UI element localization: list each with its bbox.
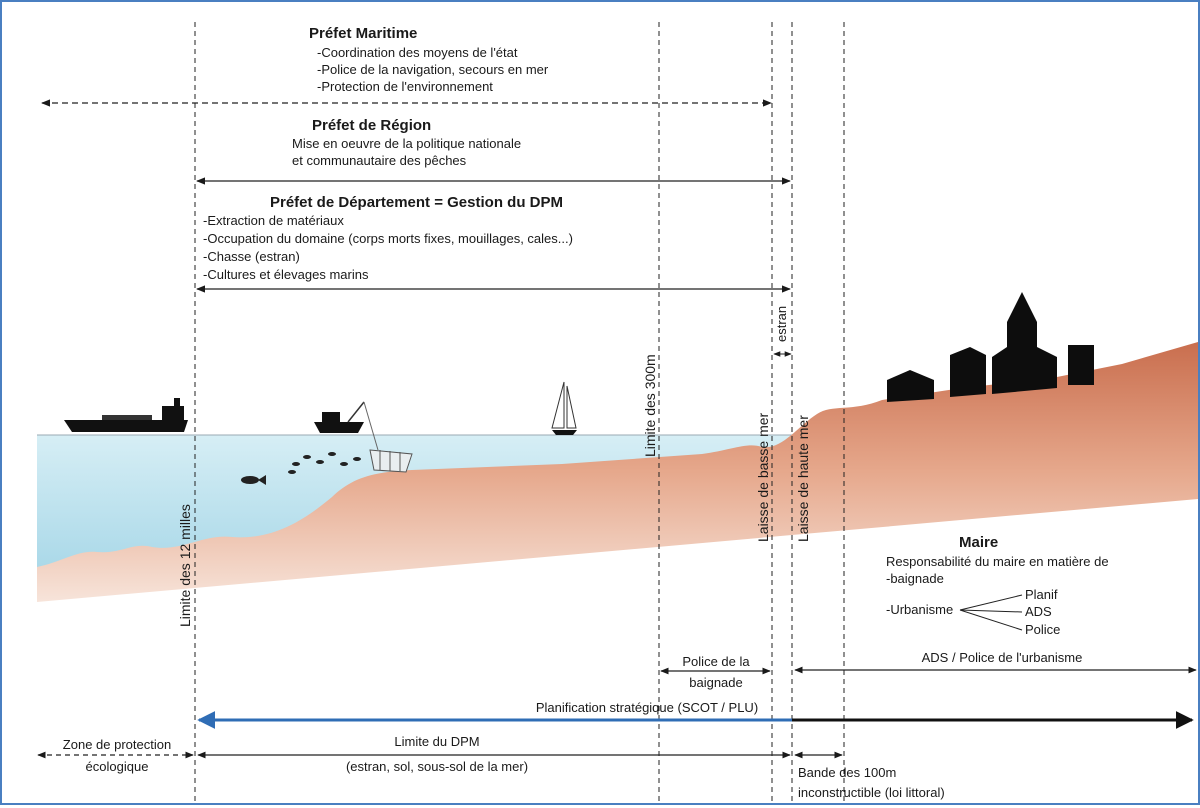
laisse-haute-mer-label: Laisse de haute mer bbox=[795, 415, 811, 542]
limite-dpm-line-2: (estran, sol, sous-sol de la mer) bbox=[346, 759, 528, 774]
prefet-maritime-item-3: -Protection de l'environnement bbox=[317, 79, 493, 94]
prefet-departement-item-4: -Cultures et élevages marins bbox=[203, 267, 369, 282]
maire-line-2: -baignade bbox=[886, 571, 944, 586]
police-baignade-line-2: baignade bbox=[689, 675, 743, 690]
planification-label: Planification stratégique (SCOT / PLU) bbox=[536, 700, 758, 715]
zone-protection-line-1: Zone de protection bbox=[63, 737, 171, 752]
seabed-and-land bbox=[37, 342, 1198, 602]
sailboat-icon bbox=[551, 381, 577, 435]
prefet-departement-title: Préfet de Département = Gestion du DPM bbox=[270, 194, 563, 211]
prefet-region-line-1: Mise en oeuvre de la politique nationale bbox=[292, 136, 521, 151]
zone-protection-line-2: écologique bbox=[86, 759, 149, 774]
prefet-maritime-title: Préfet Maritime bbox=[309, 25, 417, 42]
cargo-ship-icon bbox=[64, 398, 188, 432]
ads-police-label: ADS / Police de l'urbanisme bbox=[922, 650, 1083, 665]
laisse-basse-mer-label: Laisse de basse mer bbox=[755, 412, 771, 542]
prefet-departement-item-2: -Occupation du domaine (corps morts fixe… bbox=[203, 231, 573, 246]
prefet-maritime-item-2: -Police de la navigation, secours en mer bbox=[317, 62, 549, 77]
police-baignade-line-1: Police de la bbox=[682, 654, 750, 669]
maire-branch-planif: Planif bbox=[1025, 587, 1058, 602]
prefet-departement-item-1: -Extraction de matériaux bbox=[203, 213, 344, 228]
maire-branch-ads: ADS bbox=[1025, 604, 1052, 619]
maire-line-1: Responsabilité du maire en matière de bbox=[886, 554, 1109, 569]
limite-12-milles-label: Limite des 12 milles bbox=[177, 504, 193, 627]
prefet-region-title: Préfet de Région bbox=[312, 117, 431, 134]
bande-100m-line-2: inconstructible (loi littoral) bbox=[798, 785, 945, 800]
prefet-region-line-2: et communautaire des pêches bbox=[292, 153, 467, 168]
urbanisme-branches bbox=[959, 594, 1023, 631]
town-buildings-icon bbox=[887, 292, 1094, 402]
prefet-maritime-item-1: -Coordination des moyens de l'état bbox=[317, 45, 518, 60]
bande-100m-line-1: Bande des 100m bbox=[798, 765, 896, 780]
maire-branch-police: Police bbox=[1025, 622, 1060, 637]
trawler-icon bbox=[314, 401, 379, 451]
maire-title: Maire bbox=[959, 534, 998, 551]
limite-300m-label: Limite des 300m bbox=[642, 354, 658, 457]
fishing-net-icon bbox=[369, 449, 413, 473]
limite-dpm-line-1: Limite du DPM bbox=[394, 734, 479, 749]
fish-school-icon bbox=[241, 452, 361, 485]
estran-label: estran bbox=[774, 306, 789, 342]
maire-urbanisme: -Urbanisme bbox=[886, 602, 953, 617]
prefet-departement-item-3: -Chasse (estran) bbox=[203, 249, 300, 264]
